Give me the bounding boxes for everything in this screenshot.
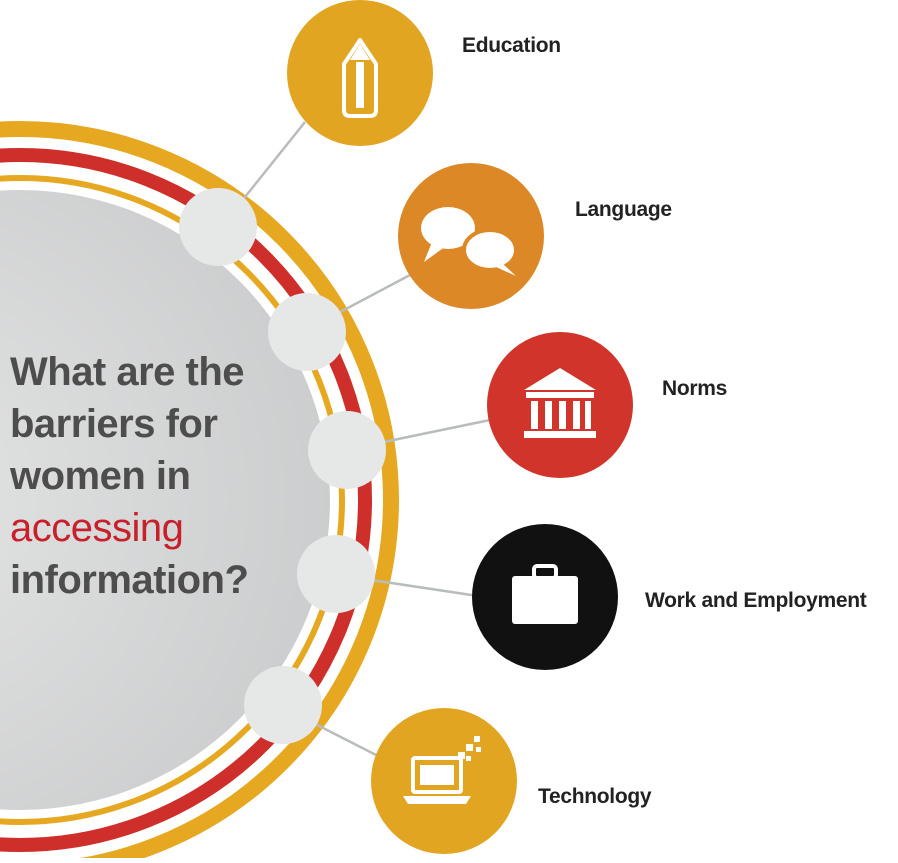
label-work-and-employment: Work and Employment [645, 589, 867, 612]
node-education [179, 188, 257, 266]
question-line-5: information? [10, 558, 249, 602]
outer-gold-ring [0, 121, 399, 858]
work-badge [472, 524, 618, 670]
node-norms [308, 411, 386, 489]
red-ring [0, 148, 372, 852]
label-norms: Norms [662, 377, 728, 400]
institution-icon [524, 368, 596, 438]
laptop-icon [403, 736, 481, 804]
central-question: What are the barriers for women in acces… [10, 346, 310, 606]
central-disc [0, 190, 330, 810]
language-badge [398, 163, 544, 309]
question-line-4-highlight: accessing [10, 506, 184, 550]
inner-gold-ring [0, 175, 345, 825]
education-badge [287, 0, 433, 146]
briefcase-icon [512, 564, 578, 624]
node-technology [244, 666, 322, 744]
speech-bubbles-icon [421, 207, 518, 276]
pencil-icon [342, 38, 378, 118]
label-education: Education [462, 34, 561, 57]
node-work [297, 535, 375, 613]
question-line-3: women in [10, 454, 191, 498]
label-technology: Technology [538, 785, 652, 808]
technology-badge [371, 708, 517, 854]
question-line-2: barriers for [10, 402, 218, 446]
node-language [268, 293, 346, 371]
label-language: Language [575, 198, 672, 221]
question-line-1: What are the [10, 350, 245, 394]
norms-badge [487, 332, 633, 478]
